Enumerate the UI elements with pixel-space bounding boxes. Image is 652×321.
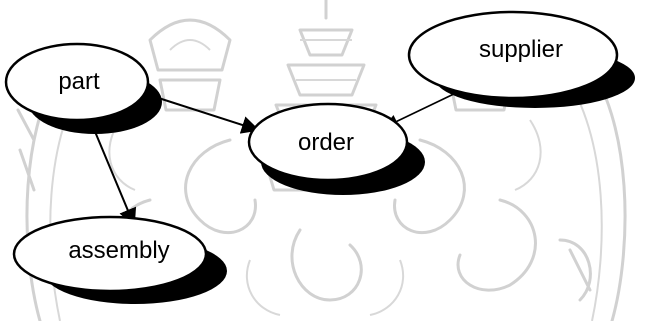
node-order: order	[249, 104, 425, 195]
node-label-supplier: supplier	[479, 36, 563, 63]
node-label-part: part	[58, 68, 100, 95]
node-supplier: supplier	[409, 12, 635, 108]
node-label-assembly: assembly	[68, 237, 169, 264]
node-assembly: assembly	[14, 217, 227, 304]
node-label-order: order	[298, 129, 354, 156]
node-part: part	[6, 44, 162, 134]
